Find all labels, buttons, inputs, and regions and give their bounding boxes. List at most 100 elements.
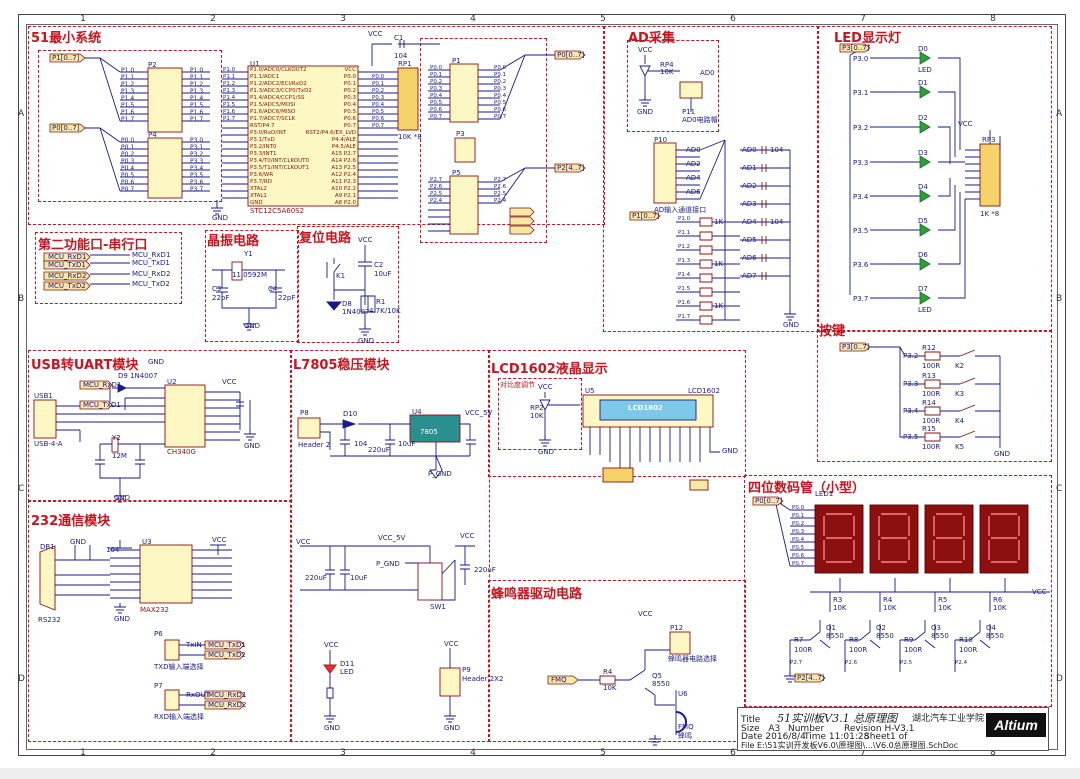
mcu-right-pin-10: P4.4/ALE — [331, 137, 356, 143]
mcu-left-pin-7: P1.7/ADC7/SCLK — [250, 116, 296, 122]
max232-pin-wires — [110, 544, 232, 599]
p2-connector-ref: P2 — [148, 61, 157, 69]
led-d6: D6 — [918, 251, 928, 259]
gnd-lcd: GND — [722, 447, 739, 455]
key-wires — [870, 346, 1001, 448]
lcd-contrast-wires — [539, 392, 580, 436]
seg-transistors — [789, 620, 991, 672]
seg-net-3: P0.3 — [792, 529, 805, 535]
gnd-p9: GND — [444, 724, 461, 732]
c2-ref: C2 — [374, 261, 384, 269]
p1-header-ref: P1 — [452, 57, 461, 65]
vcc-power-led: VCC — [324, 641, 339, 649]
led-net-p33: P3.3 — [853, 159, 869, 167]
p2-net-3: P1.3 — [121, 88, 135, 95]
ad-cap-net-6: AD6 — [742, 254, 757, 262]
c19-value: 220uF — [474, 566, 496, 574]
ad-cap-val-2: 104 — [770, 218, 784, 226]
rp2-ref: RP2 — [530, 404, 544, 412]
usb-diode-d9 — [117, 383, 128, 393]
mcu-left-pin-8: RST/P4.7 — [250, 123, 275, 129]
u6-ref: U6 — [678, 690, 688, 698]
title-ad: AD采集 — [628, 31, 675, 46]
led-net-p32: P3.2 — [853, 124, 869, 132]
vcc-buzzer: VCC — [638, 610, 653, 618]
seg-q4-type: 8550 — [986, 632, 1004, 640]
seg-r10: R10 — [959, 636, 973, 644]
mcu-p0-net-3: P0.3 — [372, 95, 385, 101]
u3-ref: U3 — [142, 538, 152, 546]
usb-connector-body — [33, 399, 57, 439]
regulator-wires — [320, 423, 476, 479]
seg-digit-net-1: P2.6 — [845, 660, 858, 666]
mcu-p0-net-6: P0.6 — [372, 116, 385, 122]
p4-net-1: P0.1 — [121, 144, 135, 151]
p4-net-3: P0.3 — [121, 158, 135, 165]
section-min-system — [28, 26, 605, 225]
p1-header-right-net-1: P0.1 — [494, 72, 507, 78]
p5-header-left-wires — [428, 181, 450, 232]
c18-value: 10uF — [350, 574, 368, 582]
p2-right-net-3: P1.3 — [190, 88, 204, 95]
mcu-right-pin-0: VCC — [344, 67, 356, 73]
mcu-p1-net-7: P1.7 — [223, 116, 236, 122]
mcu-left-pin-5: P1.5/ADC5/MOSI — [250, 102, 296, 108]
drawing-frame-outer — [18, 14, 1066, 756]
p5-header-right-net-2: P2.5 — [494, 191, 507, 197]
mcu-right-pin-2: P0.1 — [343, 81, 356, 87]
u4-ref: U4 — [412, 408, 422, 416]
seg-r6-val: 10K — [993, 604, 1007, 612]
r24-ref: R4 — [603, 668, 613, 676]
zone-row-d-right: D — [1056, 674, 1063, 684]
led-d0-type: LED — [918, 66, 932, 74]
ad-filter-caps — [761, 146, 767, 280]
vcc-5v-switch: VCC_5V — [378, 534, 406, 542]
ad-input-net-2: P1.2 — [678, 244, 691, 250]
gnd-y2: GND — [114, 494, 131, 502]
c16-value: 10uF — [398, 440, 416, 448]
seg-q4: Q4 — [986, 624, 996, 632]
vcc-led: VCC — [958, 120, 973, 128]
date-label: Date — [741, 732, 763, 742]
regulator-u4-body — [409, 414, 461, 443]
c3-value: 22pF — [212, 294, 230, 302]
rp3-pin-wires — [965, 130, 1001, 200]
u6-type: 蜂鸣 — [678, 732, 692, 740]
mcu-right-pin-9: RST2/P4.6/EX_LVD — [305, 130, 356, 136]
title-keys: 按键 — [819, 324, 846, 339]
u6-net: FMQ — [678, 723, 694, 731]
pgnd-regulator: P_GND — [428, 470, 452, 478]
mcu-right-pin-12: A15 P2.7 — [331, 151, 356, 157]
mcu-right-pin-11: P4.5/ALE — [331, 144, 356, 150]
seg-r6: R6 — [993, 596, 1003, 604]
title-block-revision: Revision H-V3.1 — [844, 724, 914, 734]
title-block-date: Date 2016/8/4 — [741, 732, 806, 742]
title-min-system: 51最小系统 — [31, 31, 102, 46]
led-to-rp3-wires — [938, 57, 966, 299]
key-r12: R12 — [922, 344, 936, 352]
d10-ref: D10 — [343, 410, 358, 418]
seg-r4: R4 — [883, 596, 893, 604]
gnd-ch340: GND — [244, 442, 261, 450]
mcu-right-pin-8: P0.7 — [343, 123, 356, 129]
p12-ref: P12 — [670, 624, 684, 632]
bottom-margin — [0, 768, 1080, 779]
vcc-reset: VCC — [358, 236, 373, 244]
d9-ref: D9 1N4007 — [118, 372, 158, 380]
p2-left-wires — [120, 71, 148, 122]
title-lcd: LCD1602液晶显示 — [491, 362, 608, 377]
vcc-switch: VCC — [296, 538, 311, 546]
key-k2: K2 — [955, 362, 965, 370]
title-buzzer: 蜂鸣器驱动电路 — [491, 587, 583, 602]
mcu-p0-net-1: P0.1 — [372, 81, 385, 87]
title-block-time: Time 11:01:28 — [804, 732, 869, 742]
y2-ref: Y2 — [112, 434, 121, 442]
p12-label: 蜂鸣器电路选择 — [668, 655, 717, 663]
p3-header-ref: P3 — [456, 130, 465, 138]
zone-col-3-bottom: 3 — [340, 748, 346, 758]
p6-header-body — [164, 639, 180, 661]
p4-net-2: P0.2 — [121, 151, 135, 158]
led-net-p36: P3.6 — [853, 261, 869, 269]
rs232-select-wires — [179, 644, 205, 706]
p5-header-right-net-1: P2.6 — [494, 184, 507, 190]
